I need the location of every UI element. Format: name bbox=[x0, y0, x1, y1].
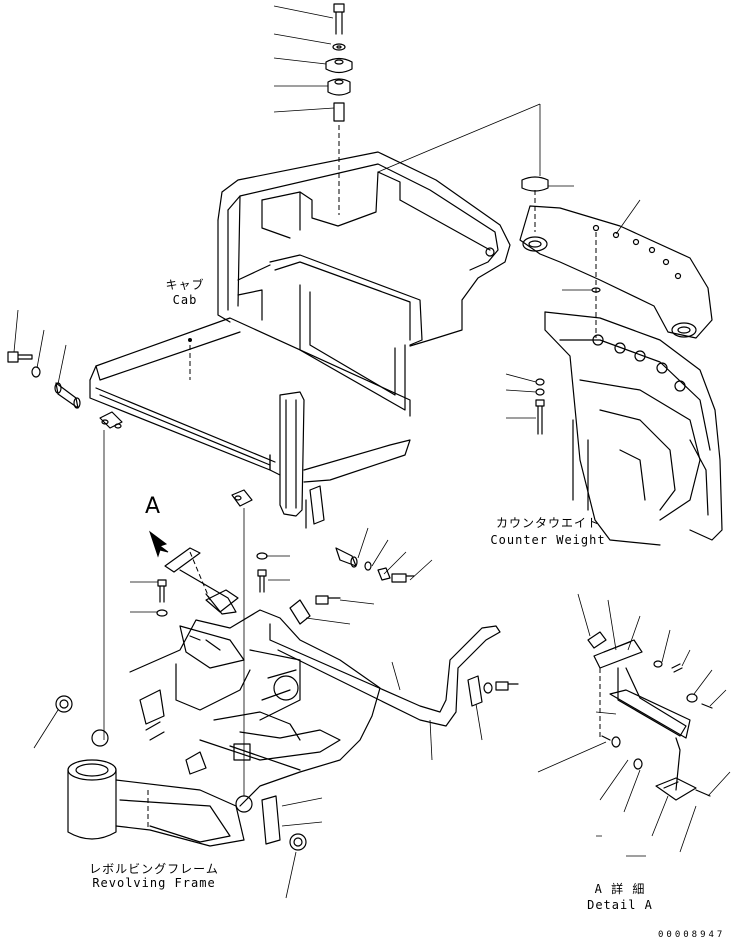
view-marker: A bbox=[145, 494, 162, 519]
cab-label-en: Cab bbox=[172, 293, 198, 307]
left-bolt-assembly bbox=[7, 309, 81, 409]
latch-assembly bbox=[130, 530, 290, 617]
detail-label-jp: A 詳 細 bbox=[594, 882, 646, 896]
detail-a-latch bbox=[537, 593, 731, 857]
cab bbox=[89, 151, 511, 529]
detail-label-en: Detail A bbox=[587, 898, 653, 912]
frame-label-jp: レボルビングフレーム bbox=[89, 862, 219, 876]
handrail bbox=[269, 623, 501, 761]
cab-label-jp: キャブ bbox=[165, 278, 205, 292]
counterweight-label-en: Counter Weight bbox=[490, 533, 606, 547]
drawing-number: 00008947 bbox=[658, 930, 726, 940]
frame-label-en: Revolving Frame bbox=[92, 876, 216, 890]
counterweight bbox=[377, 103, 723, 546]
revolving-frame bbox=[33, 430, 381, 899]
counterweight-label-jp: カウンタウエイト bbox=[495, 516, 600, 530]
pin-bolt-cluster bbox=[289, 527, 519, 741]
